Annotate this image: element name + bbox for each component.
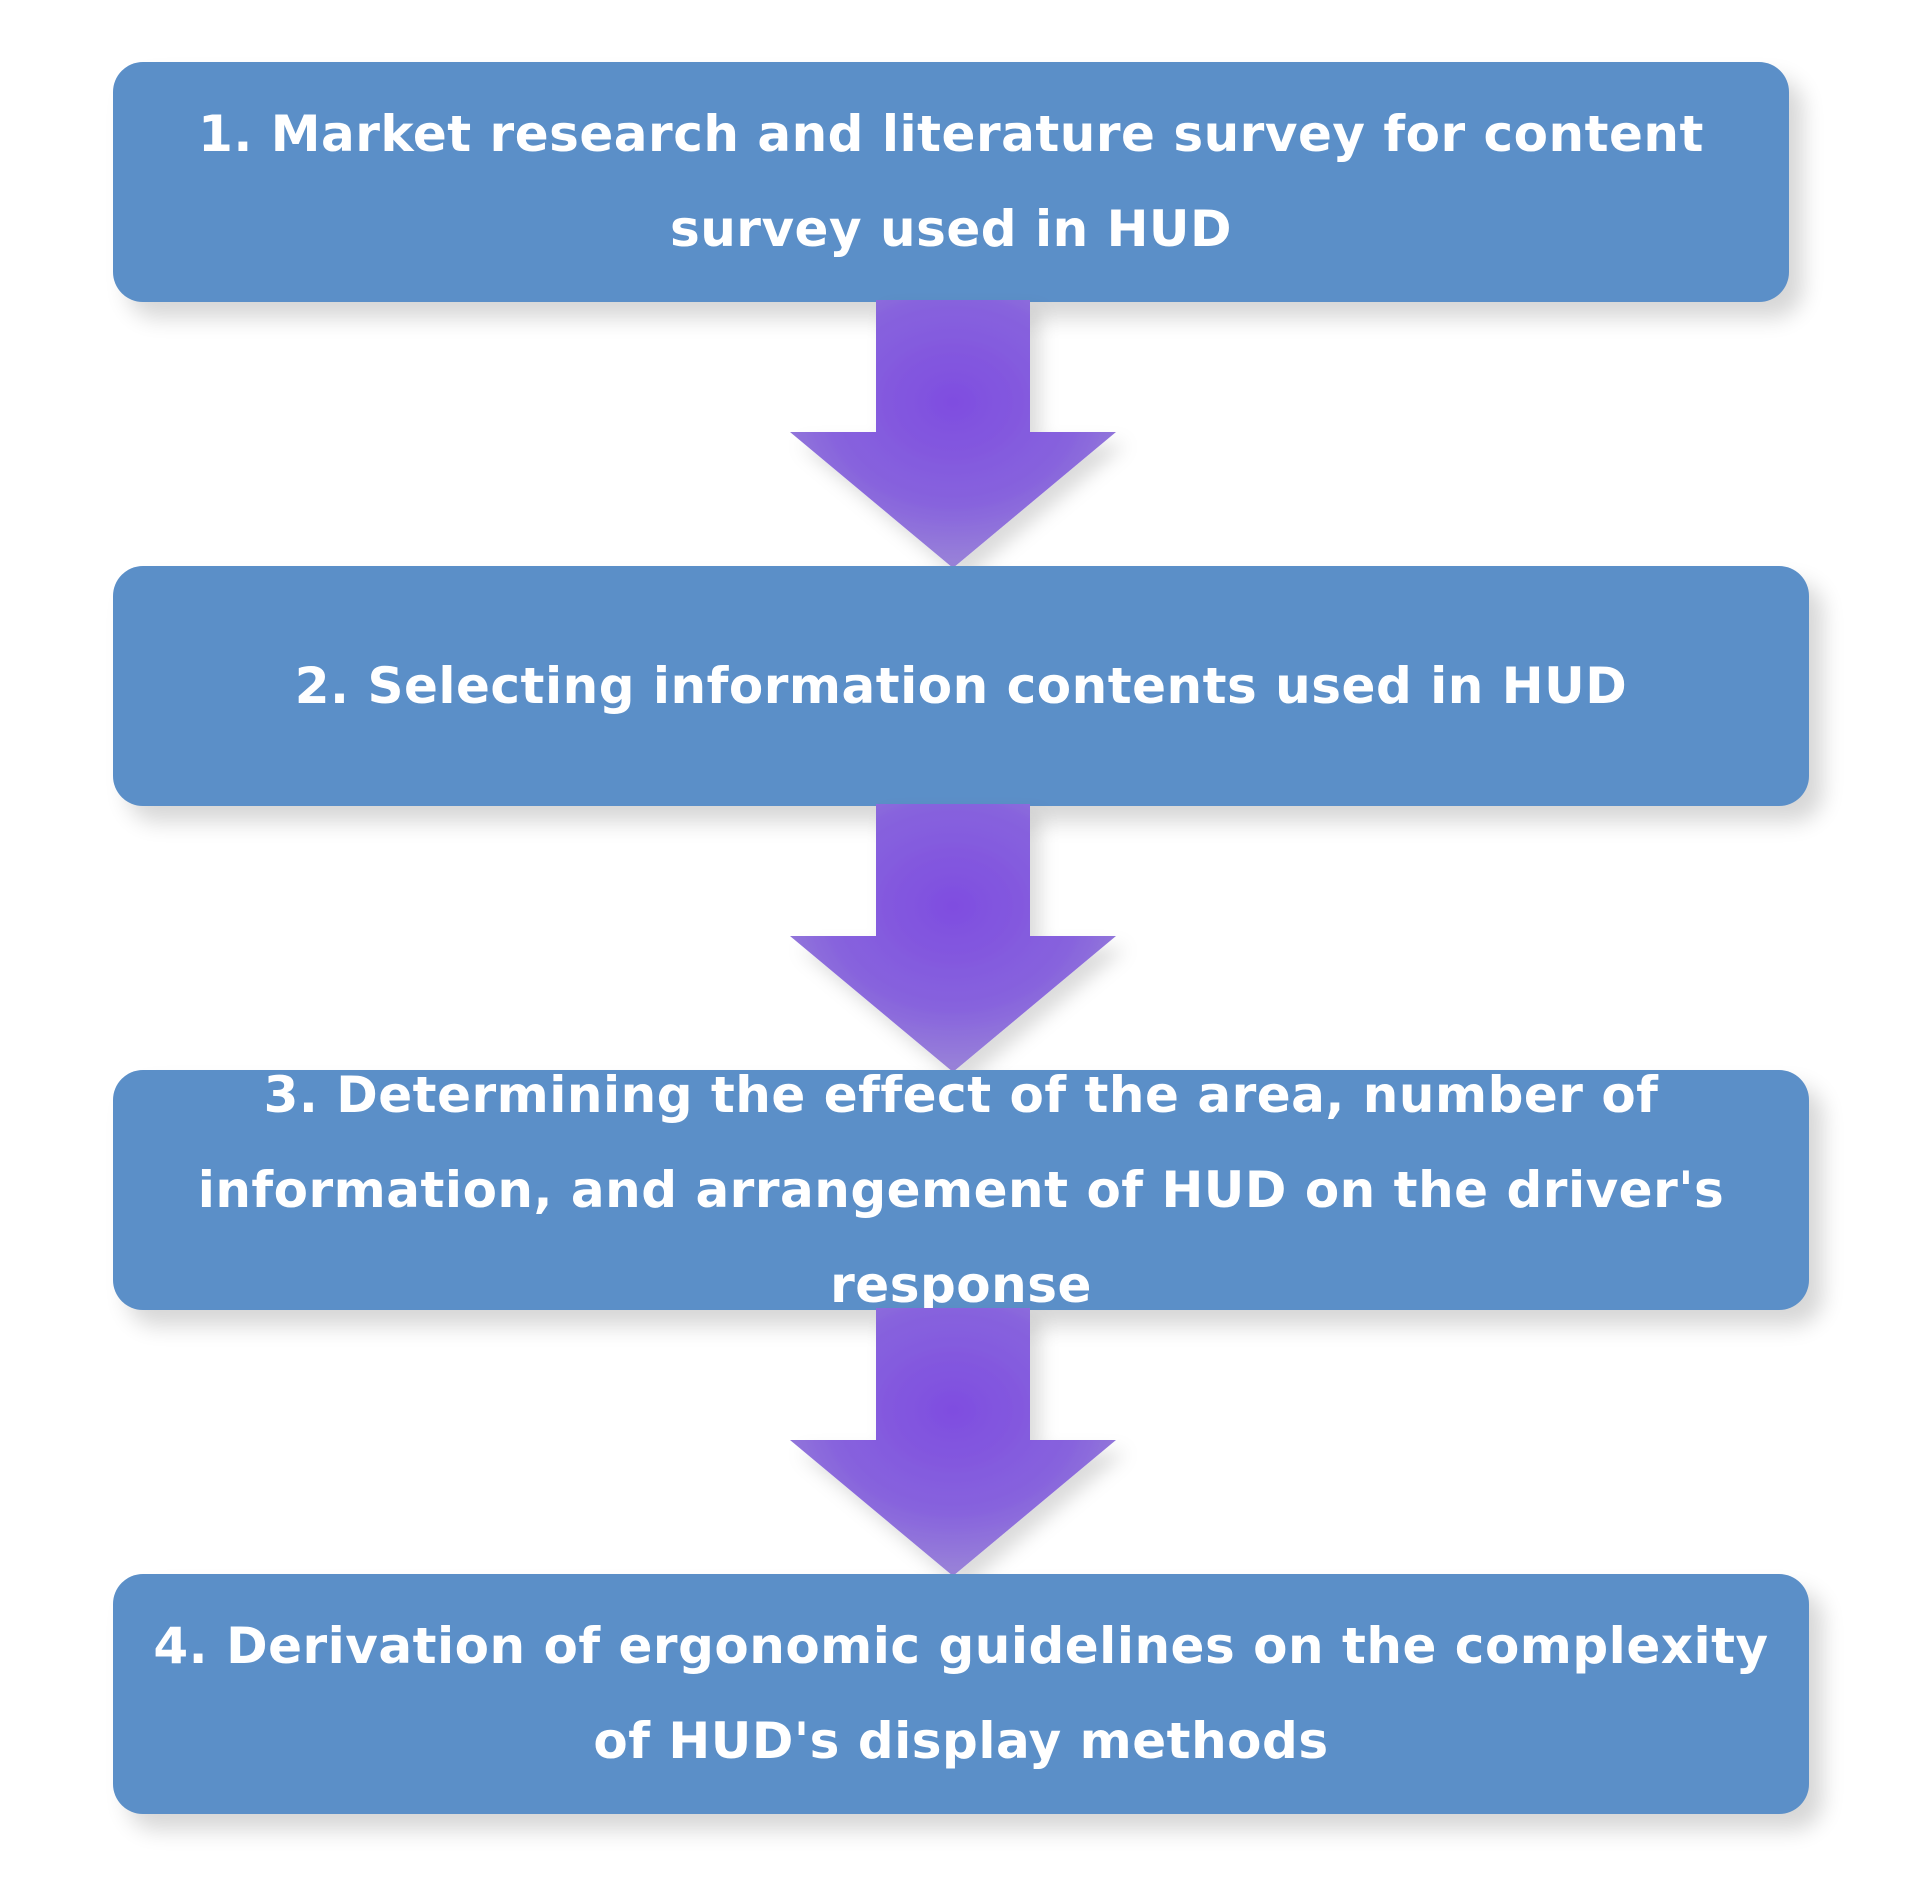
step-2-label: 2. Selecting information contents used i… <box>294 656 1628 715</box>
step-1-box: 1. Market research and literature survey… <box>113 62 1789 302</box>
arrow-down-icon <box>790 804 1116 1072</box>
step-2-box: 2. Selecting information contents used i… <box>113 566 1809 806</box>
step-3-box: 3. Determining the effect of the area, n… <box>113 1066 1809 1314</box>
step-4-box: 4. Derivation of ergonomic guidelines on… <box>113 1574 1809 1814</box>
arrow-down-icon <box>790 300 1116 568</box>
step-3-label: 3. Determining the effect of the area, n… <box>197 1065 1725 1314</box>
step-1-label: 1. Market research and literature survey… <box>198 105 1704 258</box>
arrow-down-icon <box>790 1308 1116 1576</box>
step-4-label: 4. Derivation of ergonomic guidelines on… <box>153 1617 1769 1770</box>
